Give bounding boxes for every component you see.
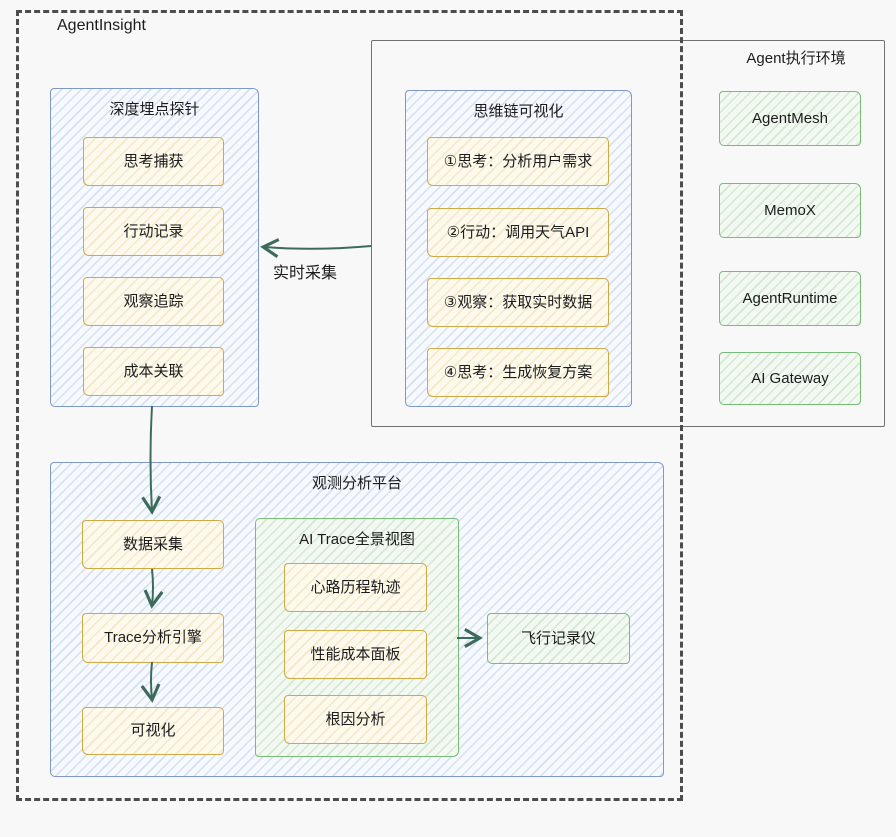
probe-node-action-record: 行动记录 (83, 207, 224, 256)
probe-panel-title: 深度埋点探针 (109, 101, 200, 118)
diagram-title: AgentInsight (57, 17, 146, 34)
agent-env-title: Agent执行环境 (746, 50, 846, 67)
probe-node-thought-capture: 思考捕获 (83, 137, 224, 186)
probe-node-cost-link: 成本关联 (83, 347, 224, 396)
pipeline-node-visualization: 可视化 (82, 707, 224, 755)
env-node-memox: MemoX (719, 183, 861, 238)
trace-panel-perf-cost: 性能成本面板 (284, 630, 427, 679)
env-node-agentmesh: AgentMesh (719, 91, 861, 146)
edge-label-realtime-collect: 实时采集 (273, 265, 338, 282)
arrow-cot-to-probe (260, 238, 372, 259)
trace-panel-root-cause: 根因分析 (284, 695, 427, 744)
env-node-agentruntime: AgentRuntime (719, 271, 861, 326)
probe-node-observe-trace: 观察追踪 (83, 277, 224, 326)
pipeline-node-data-collect: 数据采集 (82, 520, 224, 569)
cot-step-4: ④思考：生成恢复方案 (427, 348, 609, 397)
cot-step-1: ①思考：分析用户需求 (427, 137, 609, 186)
cot-panel-title: 思维链可视化 (473, 103, 564, 120)
cot-step-2: ②行动：调用天气API (427, 208, 609, 257)
trace-panel-journey-track: 心路历程轨迹 (284, 563, 427, 612)
cot-step-3: ③观察：获取实时数据 (427, 278, 609, 327)
env-node-ai-gateway: AI Gateway (719, 352, 861, 405)
trace-view-title: AI Trace全景视图 (299, 531, 415, 548)
pipeline-node-trace-engine: Trace分析引擎 (82, 613, 224, 663)
flight-recorder-node: 飞行记录仪 (487, 613, 630, 664)
platform-panel-title: 观测分析平台 (311, 475, 402, 492)
